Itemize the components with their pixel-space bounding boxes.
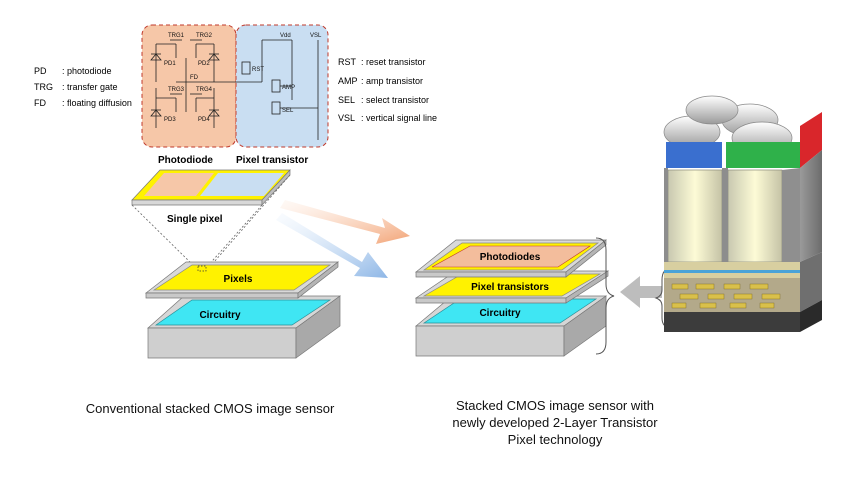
trg1-label: TRG1 [168, 33, 185, 39]
microlens-icon [685, 95, 739, 125]
pixels-label: Pixels [224, 274, 253, 285]
caption-right-line-1: Stacked CMOS image sensor with [456, 398, 654, 413]
orange-arrow-icon [280, 200, 410, 244]
legend-desc-amp: : amp transistor [361, 76, 423, 86]
caption-right-line-2: newly developed 2-Layer Transistor [452, 415, 658, 430]
legend-abbr-sel: SEL [338, 95, 355, 105]
legend-abbr-vsl: VSL [338, 113, 355, 123]
photodiode-label: Photodiode [158, 155, 213, 166]
caption-left: Conventional stacked CMOS image sensor [85, 401, 335, 416]
legend-left: PD : photodiode TRG : transfer gate FD :… [34, 66, 132, 108]
red-filter [800, 112, 822, 168]
legend-abbr-fd: FD [34, 98, 46, 108]
transition-arrows [276, 200, 410, 278]
photodiodes-label: Photodiodes [480, 252, 541, 263]
pd1-label: PD1 [164, 61, 176, 67]
projection-lines [131, 174, 291, 269]
single-pixel-plate: Single pixel [131, 169, 291, 225]
legend-desc-sel: : select transistor [361, 95, 429, 105]
pd4-label: PD4 [198, 117, 210, 123]
legend-abbr-amp: AMP [338, 76, 358, 86]
pixel-transistor-label: Pixel transistor [236, 155, 308, 166]
caption-right: Stacked CMOS image sensor with newly dev… [420, 397, 690, 448]
wiring-layer [671, 283, 781, 309]
left-circuitry-label: Circuitry [199, 310, 241, 321]
legend-abbr-rst: RST [338, 57, 357, 67]
legend-desc-vsl: : vertical signal line [361, 113, 437, 123]
legend-desc-trg: : transfer gate [62, 82, 118, 92]
sel-label: SEL [282, 108, 294, 114]
pixel-transistors-label: Pixel transistors [471, 282, 549, 293]
sensor-3d-illustration [663, 95, 822, 332]
right-brace-icon [595, 237, 615, 355]
gray-left-arrow-icon [620, 276, 662, 308]
sensor-brace-icon [654, 267, 673, 329]
left-stack: Circuitry Pixels [144, 261, 342, 359]
rst-label: RST [252, 67, 264, 73]
photodiode-region [141, 24, 237, 148]
blue-arrow-icon [276, 213, 388, 278]
trg4-label: TRG4 [196, 87, 213, 93]
blue-filter [666, 142, 722, 168]
fd-label: FD [190, 75, 199, 81]
legend-desc-pd: : photodiode [62, 66, 112, 76]
green-filter [726, 142, 800, 168]
right-circuitry-label: Circuitry [479, 308, 521, 319]
amp-label: AMP [282, 85, 295, 91]
legend-desc-fd: : floating diffusion [62, 98, 132, 108]
caption-right-line-3: Pixel technology [507, 432, 603, 447]
legend-right: RST : reset transistor AMP : amp transis… [338, 57, 437, 123]
vsl-label: VSL [310, 33, 322, 39]
legend-desc-rst: : reset transistor [361, 57, 426, 67]
legend-abbr-trg: TRG [34, 82, 53, 92]
rst-gate-icon [241, 61, 251, 75]
trg3-label: TRG3 [168, 87, 185, 93]
trg2-label: TRG2 [196, 33, 213, 39]
vdd-label: Vdd [280, 33, 291, 39]
circuit-schematic: TRG1 TRG2 TRG3 TRG4 PD1 PD2 PD3 PD4 FD V… [141, 24, 329, 166]
single-pixel-label: Single pixel [167, 214, 223, 225]
pd2-label: PD2 [198, 61, 210, 67]
pd3-label: PD3 [164, 117, 176, 123]
right-stack: Circuitry Pixel transistors Photodiodes [414, 237, 615, 357]
legend-abbr-pd: PD [34, 66, 47, 76]
